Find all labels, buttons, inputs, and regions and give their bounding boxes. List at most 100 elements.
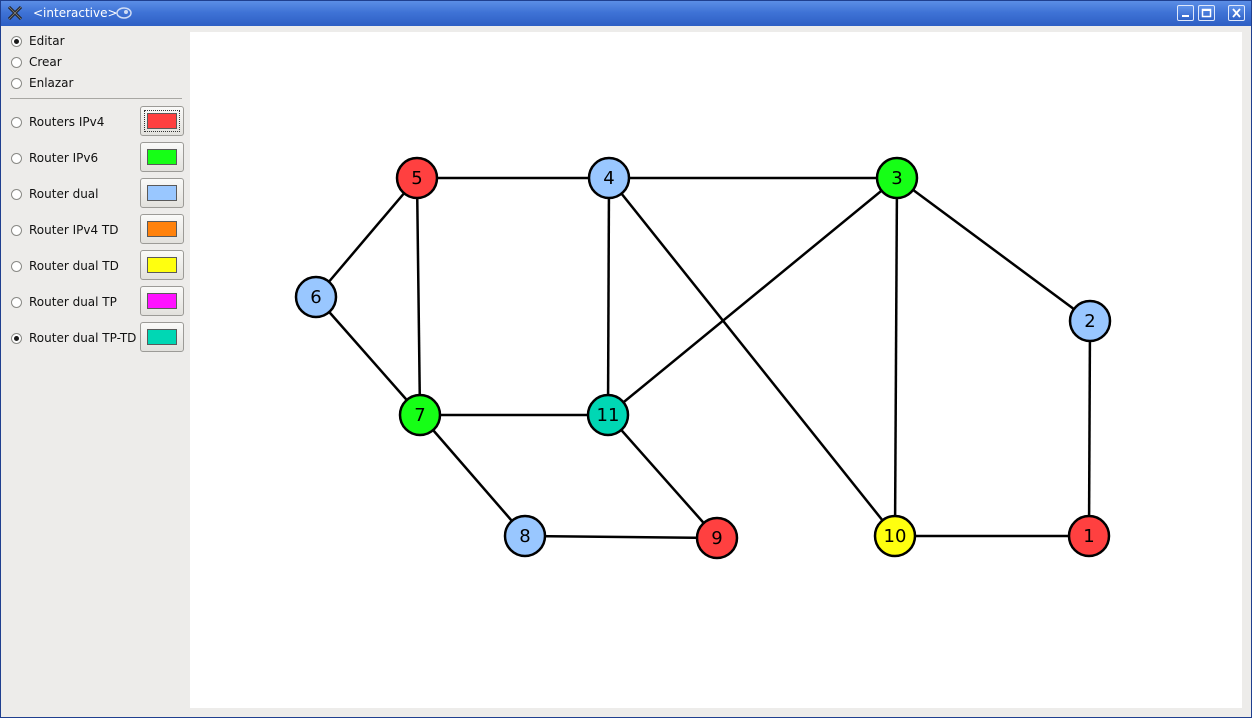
node-circle[interactable] [587,156,631,200]
mode-enlazar-radio[interactable]: Enlazar [11,74,73,92]
router-type-radio-router-dual[interactable]: Router dual [11,185,99,203]
node-label: 9 [711,528,722,549]
minimize-button[interactable] [1177,5,1194,21]
radio-indicator[interactable] [11,77,22,89]
router-type-radio-routers-ipv4[interactable]: Routers IPv4 [11,113,104,131]
node-circle[interactable] [398,393,442,437]
window-title: <interactive> [33,6,118,20]
color-button-router-dual-tp[interactable] [140,286,184,316]
router-type-radio-router-dual-tp-td[interactable]: Router dual TP-TD [11,329,136,347]
mode-editar-radio[interactable]: Editar [11,32,65,50]
color-button-router-ipv4-td[interactable] [140,214,184,244]
node-circle[interactable] [586,393,630,437]
close-button[interactable] [1228,5,1245,21]
router-type-label: Router dual [29,187,99,201]
router-node-4[interactable]: 4 [587,156,631,200]
node-label: 3 [891,168,902,189]
maximize-icon [1201,8,1212,18]
close-icon [1232,8,1241,18]
network-graph[interactable]: 1 2 3 4 5 6 7 8 9 10 11 [190,32,1242,708]
color-swatch [147,257,177,273]
router-node-3[interactable]: 3 [875,156,919,200]
router-node-2[interactable]: 2 [1068,299,1112,343]
node-label: 8 [519,526,530,547]
title-bar[interactable]: <interactive> [1,1,1251,26]
radio-indicator[interactable] [11,152,22,164]
router-type-radio-router-dual-td[interactable]: Router dual TD [11,257,119,275]
edge-3-11[interactable] [607,177,898,416]
router-node-7[interactable]: 7 [398,393,442,437]
radio-indicator[interactable] [11,332,22,344]
router-type-radio-router-ipv6[interactable]: Router IPv6 [11,149,98,167]
edge-5-7[interactable] [415,177,422,416]
node-label: 5 [411,168,422,189]
node-label: 4 [603,168,614,189]
radio-indicator[interactable] [11,260,22,272]
radio-indicator[interactable] [11,188,22,200]
node-circle[interactable] [695,516,739,560]
node-circle[interactable] [1067,514,1111,558]
router-type-label: Router dual TP [29,295,117,309]
edge-5-6[interactable] [315,177,418,298]
radio-indicator[interactable] [11,224,22,236]
edge-4-10[interactable] [608,177,896,537]
separator [10,98,182,99]
router-node-1[interactable]: 1 [1067,514,1111,558]
router-node-10[interactable]: 10 [873,514,917,558]
router-node-5[interactable]: 5 [395,156,439,200]
minimize-icon [1182,15,1189,17]
color-button-router-dual[interactable] [140,178,184,208]
graph-canvas[interactable]: 1 2 3 4 5 6 7 8 9 10 11 [190,32,1242,708]
radio-indicator[interactable] [11,116,22,128]
mode-label: Enlazar [29,76,74,90]
edge-6-7[interactable] [315,296,421,416]
mode-crear-radio[interactable]: Crear [11,53,62,71]
node-circle[interactable] [503,514,547,558]
color-swatch [147,329,177,345]
edge-7-8[interactable] [419,414,526,537]
router-node-8[interactable]: 8 [503,514,547,558]
router-type-radio-router-ipv4-td[interactable]: Router IPv4 TD [11,221,118,239]
router-type-label: Router dual TD [29,259,119,273]
color-swatch [147,221,177,237]
node-circle[interactable] [1068,299,1112,343]
app-x-icon [7,5,23,21]
router-node-6[interactable]: 6 [294,275,338,319]
mode-label: Editar [29,34,65,48]
edge-3-10[interactable] [893,177,899,537]
edge-8-9[interactable] [524,534,718,540]
node-circle[interactable] [395,156,439,200]
router-node-9[interactable]: 9 [695,516,739,560]
edge-4-11[interactable] [606,177,611,416]
edge-2-1[interactable] [1087,320,1092,537]
node-circle[interactable] [875,156,919,200]
edge-3-2[interactable] [896,176,1091,323]
node-label: 7 [414,405,425,426]
router-type-label: Routers IPv4 [29,115,105,129]
node-label: 2 [1084,311,1095,332]
node-circle[interactable] [294,275,338,319]
window-menu-icon[interactable] [115,5,133,21]
node-label: 6 [310,287,321,308]
router-type-radio-router-dual-tp[interactable]: Router dual TP [11,293,117,311]
radio-indicator[interactable] [11,35,22,47]
color-button-router-dual-tp-td[interactable] [140,322,184,352]
maximize-button[interactable] [1198,5,1215,21]
node-label: 1 [1083,526,1094,547]
color-button-routers-ipv4[interactable] [140,106,184,136]
node-label: 10 [884,526,907,547]
radio-indicator[interactable] [11,56,22,68]
router-node-11[interactable]: 11 [586,393,630,437]
color-swatch [147,293,177,309]
color-swatch [147,185,177,201]
color-button-router-ipv6[interactable] [140,142,184,172]
mode-label: Crear [29,55,62,69]
node-circle[interactable] [873,514,917,558]
color-button-router-dual-td[interactable] [140,250,184,280]
edge-11-9[interactable] [607,414,718,539]
router-type-label: Router dual TP-TD [29,331,137,345]
radio-indicator[interactable] [11,296,22,308]
color-swatch [147,149,177,165]
